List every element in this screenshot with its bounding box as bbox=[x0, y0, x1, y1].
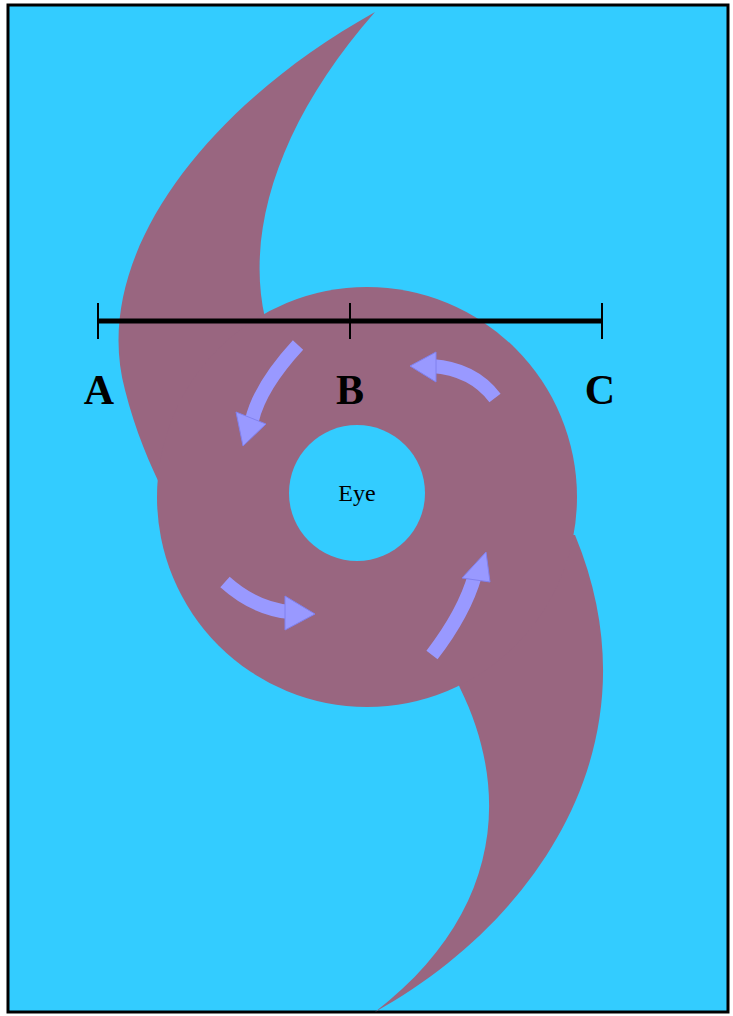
wind-arrows bbox=[225, 345, 495, 655]
measure-line bbox=[98, 303, 602, 339]
wind-arrowheads bbox=[236, 352, 490, 630]
eye-circle: Eye bbox=[289, 425, 425, 561]
eye-label: Eye bbox=[338, 480, 375, 507]
eye-shape bbox=[289, 425, 425, 561]
storm-disc bbox=[157, 287, 577, 707]
point-label: A bbox=[84, 366, 114, 414]
point-label: B bbox=[336, 366, 364, 414]
frame bbox=[8, 5, 728, 1012]
point-label: C bbox=[585, 366, 615, 414]
